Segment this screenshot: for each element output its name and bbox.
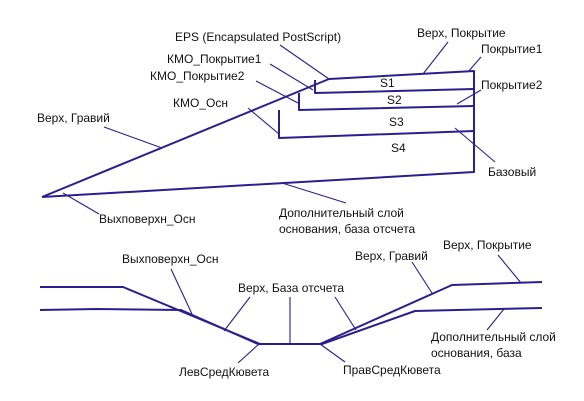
label-kmo-pokrytie1: КМО_Покрытие1 xyxy=(167,52,262,66)
label-pokrytie2: Покрытие2 xyxy=(481,78,543,92)
leader-pokrytie2 xyxy=(456,89,482,105)
leader-kmo-pokrytie1 xyxy=(269,63,314,91)
leader-b-prav-sred-kyuveta xyxy=(319,343,346,363)
leader-vykhpoverkhn-osn xyxy=(62,192,100,215)
section-label-s1: S1 xyxy=(380,76,395,90)
label-dop-sloy-line2: основания, база отсчета xyxy=(279,222,416,236)
label-b-verh-graviy: Верх, Гравий xyxy=(355,249,428,263)
top-surface-line xyxy=(41,70,475,198)
section-label-s4: S4 xyxy=(391,141,406,155)
leader-b-vykhpoverkhn-osn xyxy=(170,268,193,315)
section-label-s2: S2 xyxy=(387,93,402,107)
label-dop-sloy-line1: Дополнительный слой xyxy=(279,206,404,220)
leader-kmo-osn xyxy=(247,107,280,135)
pavement-layer-1-line xyxy=(314,80,475,94)
leader-b-verh-baza-right xyxy=(334,296,357,331)
leader-bazovyy xyxy=(454,127,496,163)
leader-eps xyxy=(279,44,330,80)
label-bazovyy: Базовый xyxy=(488,165,536,179)
leader-b-dop-sloy xyxy=(486,308,505,331)
label-b-dop-sloy-line2: основания, база xyxy=(431,346,522,360)
leader-pokrytie1 xyxy=(467,56,482,73)
lower-base-profile xyxy=(39,307,543,345)
label-kmo-osn: КМО_Осн xyxy=(173,96,228,110)
label-verh-graviy: Верх, Гравий xyxy=(37,111,110,125)
leader-dop-sloy xyxy=(281,182,347,204)
section-label-s3: S3 xyxy=(389,115,404,129)
label-b-verh-baza-otscheta: Верх, База отсчета xyxy=(238,281,344,295)
leader-b-verh-pokrytie xyxy=(497,254,522,284)
label-b-vykhpoverkhn-osn: Выхповерхн_Осн xyxy=(122,252,219,266)
pavement-layer-2-line xyxy=(298,93,475,111)
label-b-lev-sred-kyuveta: ЛевСредКювета xyxy=(179,365,270,379)
leader-b-verh-graviy xyxy=(411,261,433,294)
label-eps: EPS (Encapsulated PostScript) xyxy=(175,30,341,44)
label-vykhpoverkhn-osn: Выхповерхн_Осн xyxy=(99,212,196,226)
label-b-verh-pokrytie: Верх, Покрытие xyxy=(443,238,532,252)
label-pokrytie1: Покрытие1 xyxy=(481,42,543,56)
label-b-dop-sloy-line1: Дополнительный слой xyxy=(431,330,556,344)
label-kmo-pokrytie2: КМО_Покрытие2 xyxy=(150,69,245,83)
label-verh-pokrytie: Верх, Покрытие xyxy=(417,26,506,40)
label-b-prav-sred-kyuveta: ПравСредКювета xyxy=(343,363,441,377)
leader-kmo-pokrytie2 xyxy=(255,80,299,104)
leader-verh-pokrytie xyxy=(422,41,449,75)
bottom-section-diagram: Выхповерхн_Осн Верх, База отсчета Верх, … xyxy=(39,238,556,379)
leader-verh-graviy xyxy=(103,126,163,149)
top-section-diagram: S1 S2 S3 S4 EPS (Encapsulated PostScript… xyxy=(37,26,543,236)
leader-b-verh-baza-left xyxy=(223,296,251,332)
leader-b-lev-sred-kyuveta xyxy=(237,343,260,364)
pavement-base-line xyxy=(278,110,475,139)
